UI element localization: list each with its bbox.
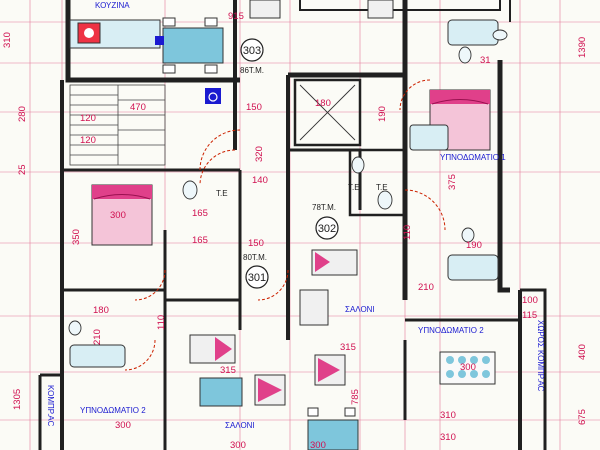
dim-190b: 190 bbox=[466, 240, 482, 251]
label-bedroom-1: ΥΠΝΟΔΩΜΑΤΙΟ 1 bbox=[440, 153, 506, 162]
accessible-marker-icon bbox=[155, 36, 164, 45]
dim-300r: 300 bbox=[460, 362, 476, 373]
wheelchair-icon bbox=[205, 88, 221, 104]
dim-left-1305: 1305 bbox=[12, 389, 23, 410]
coffee-table bbox=[199, 377, 243, 407]
dim-140: 140 bbox=[252, 175, 268, 186]
dim-210: 210 bbox=[92, 329, 103, 345]
dim-300d: 300 bbox=[310, 440, 326, 450]
cushions bbox=[215, 252, 340, 402]
dim-165b: 165 bbox=[192, 235, 208, 246]
unit-303-marker: 303 bbox=[240, 38, 264, 62]
unit-302-marker: 302 bbox=[315, 216, 339, 240]
dim-210r: 210 bbox=[418, 282, 434, 293]
dim-180b: 180 bbox=[93, 305, 109, 316]
label-wc-2: Τ.Ε bbox=[348, 183, 360, 192]
label-kitchen: ΚΟΥΖΙΝΑ bbox=[95, 1, 130, 10]
dim-165a: 165 bbox=[192, 208, 208, 219]
dim-left-310: 310 bbox=[2, 32, 13, 48]
dim-310r: 310 bbox=[440, 410, 456, 421]
unit-303-area: 86Τ.Μ. bbox=[240, 66, 264, 75]
unit-301-marker: 301 bbox=[245, 265, 269, 289]
dim-915: 915 bbox=[228, 11, 244, 22]
label-storage-left: ΚΟΜΠΡ.ΑC bbox=[46, 385, 55, 427]
dim-400: 400 bbox=[577, 344, 588, 360]
dim-300b: 300 bbox=[115, 420, 131, 431]
label-salon-mid: ΣΑΛΟΝΙ bbox=[345, 305, 375, 314]
dim-375: 375 bbox=[447, 174, 458, 190]
unit-301-area: 80Τ.Μ. bbox=[243, 253, 267, 262]
bed-unit-301 bbox=[91, 184, 153, 246]
unit-303-number: 303 bbox=[243, 45, 261, 57]
dim-150b: 150 bbox=[248, 238, 264, 249]
dim-675: 675 bbox=[577, 409, 588, 425]
dim-1390: 1390 bbox=[577, 37, 588, 58]
dim-315a: 315 bbox=[220, 365, 236, 376]
unit-301-number: 301 bbox=[248, 272, 266, 284]
dim-310b: 310 bbox=[440, 432, 456, 443]
bathtubs bbox=[69, 19, 499, 368]
dim-180a: 180 bbox=[315, 98, 331, 109]
dim-31: 31 bbox=[480, 55, 491, 66]
dim-left-350: 350 bbox=[71, 229, 82, 245]
dim-300a: 300 bbox=[110, 210, 126, 221]
label-bedroom-2-right: ΥΠΝΟΔΩΜΑΤΙΟ 2 bbox=[418, 326, 484, 335]
door-swings bbox=[124, 79, 446, 371]
dim-115: 115 bbox=[522, 310, 537, 321]
walls bbox=[38, 0, 547, 450]
dim-120b: 120 bbox=[80, 135, 96, 146]
dim-left-25: 25 bbox=[17, 164, 28, 175]
dim-left-280: 280 bbox=[17, 106, 28, 122]
dim-785: 785 bbox=[350, 389, 361, 405]
dim-190a: 190 bbox=[377, 106, 388, 122]
label-storage-right: ΧΩΡΟΣ ΚΟΜΠΡ.ΑC bbox=[536, 320, 545, 392]
dim-315b: 315 bbox=[340, 342, 356, 353]
staircase bbox=[69, 84, 166, 166]
label-bedroom-2-left: ΥΠΝΟΔΩΜΑΤΙΟ 2 bbox=[80, 406, 146, 415]
dim-150a: 150 bbox=[246, 102, 262, 113]
unit-302-area: 78Τ.Μ. bbox=[312, 203, 336, 212]
label-salon-bottom: ΣΑΛΟΝΙ bbox=[225, 421, 255, 430]
dim-470: 470 bbox=[130, 102, 146, 113]
dim-120a: 120 bbox=[80, 113, 96, 124]
label-wc-3: Τ.Ε bbox=[376, 183, 388, 192]
kitchen-counter bbox=[69, 19, 161, 49]
dim-320: 320 bbox=[254, 146, 265, 162]
sanitary-fixtures bbox=[68, 29, 508, 336]
elevator-shaft bbox=[299, 84, 356, 141]
unit-302-number: 302 bbox=[318, 223, 336, 235]
dim-110a: 110 bbox=[156, 315, 167, 330]
dining-table-bottom bbox=[307, 407, 359, 450]
wardrobe-bedroom-2 bbox=[439, 351, 496, 385]
dim-100: 100 bbox=[522, 295, 538, 306]
dining-table-top bbox=[162, 17, 224, 74]
label-wc-1: Τ.Ε bbox=[216, 189, 228, 198]
dimension-labels: 915 310 280 25 350 1305 470 120 120 150 … bbox=[2, 11, 588, 450]
dim-110b: 110 bbox=[402, 225, 413, 240]
dim-300c: 300 bbox=[230, 440, 246, 450]
